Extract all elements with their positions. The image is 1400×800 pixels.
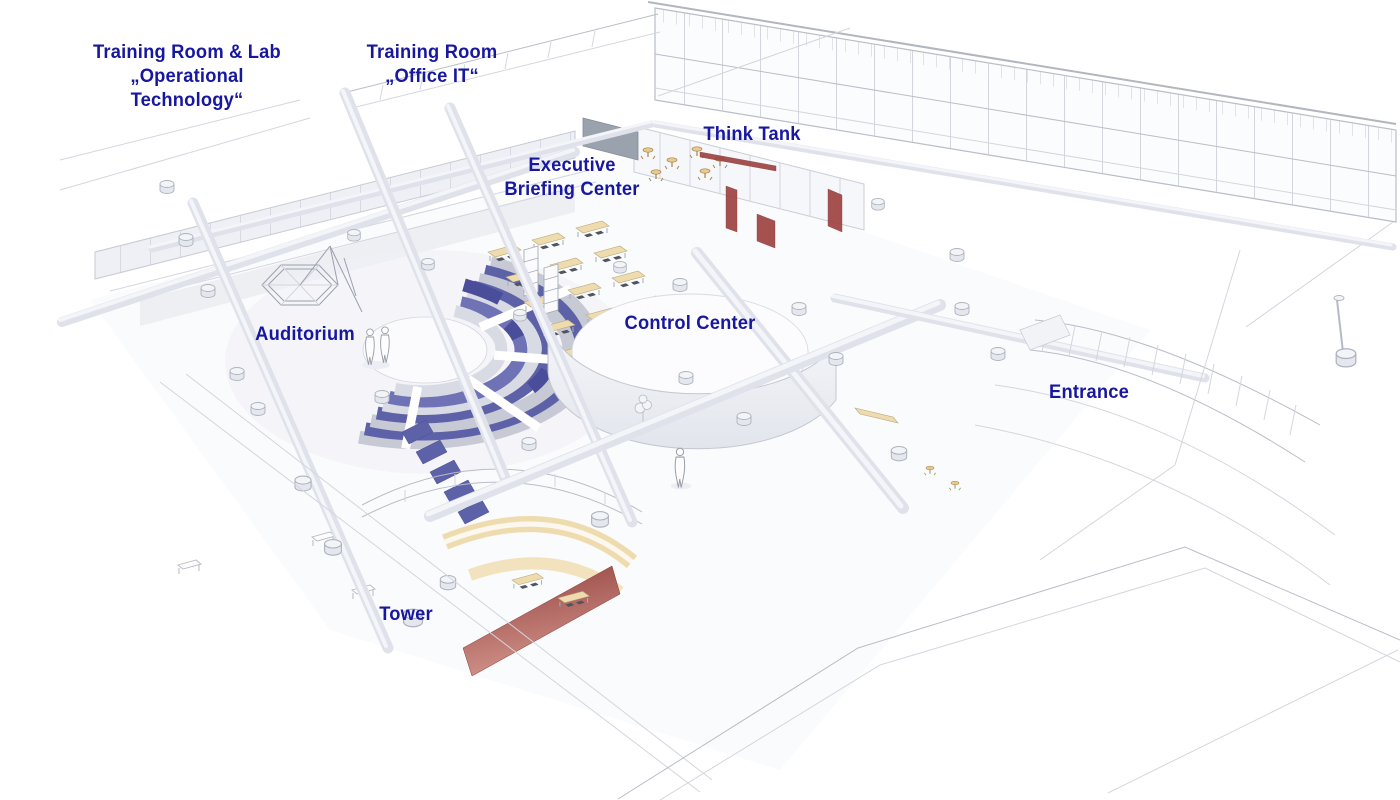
- roof-beams: [57, 87, 1397, 654]
- glass-facade: [647, 1, 1397, 328]
- floor-edges: [159, 373, 1400, 800]
- stage-truss: [261, 245, 363, 313]
- benches: [854, 407, 962, 491]
- tower-area: [361, 467, 643, 677]
- entrance-ramp: [974, 249, 1357, 586]
- red-partitions: [699, 151, 843, 249]
- roof-structure: [59, 13, 661, 191]
- people-silhouettes: [362, 326, 691, 490]
